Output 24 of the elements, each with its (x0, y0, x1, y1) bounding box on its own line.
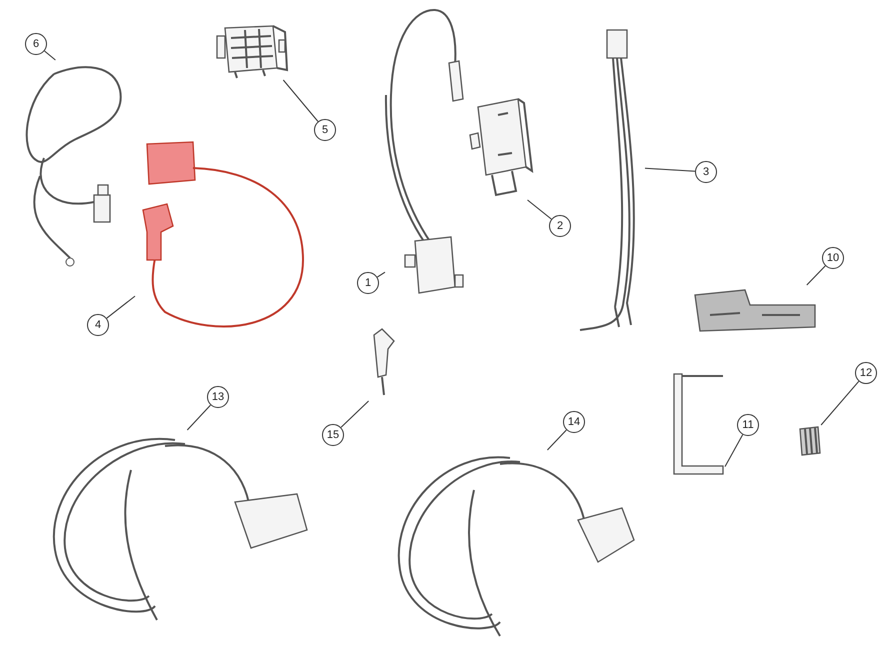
callout-number: 4 (87, 314, 109, 336)
callout-number: 3 (695, 161, 717, 183)
callout-number: 13 (207, 386, 229, 408)
leader-line (186, 404, 211, 430)
leader-line (806, 265, 826, 286)
callout-number: 6 (25, 33, 47, 55)
callout-number: 10 (822, 247, 844, 269)
leader-line (527, 200, 552, 220)
leader-line (376, 272, 386, 278)
leader-line (282, 80, 318, 122)
leader-line (820, 380, 860, 426)
leader-line (644, 168, 696, 172)
leader-line (340, 400, 370, 428)
callout-number: 14 (563, 411, 585, 433)
leader-line (44, 50, 56, 60)
callout-number: 5 (314, 119, 336, 141)
leader-line (724, 434, 744, 468)
callout-number: 1 (357, 272, 379, 294)
leader-line (106, 296, 136, 319)
leader-line (546, 430, 567, 450)
callout-number: 2 (549, 215, 571, 237)
callout-number: 15 (322, 424, 344, 446)
callout-number: 11 (737, 414, 759, 436)
callout-number: 12 (855, 362, 877, 384)
